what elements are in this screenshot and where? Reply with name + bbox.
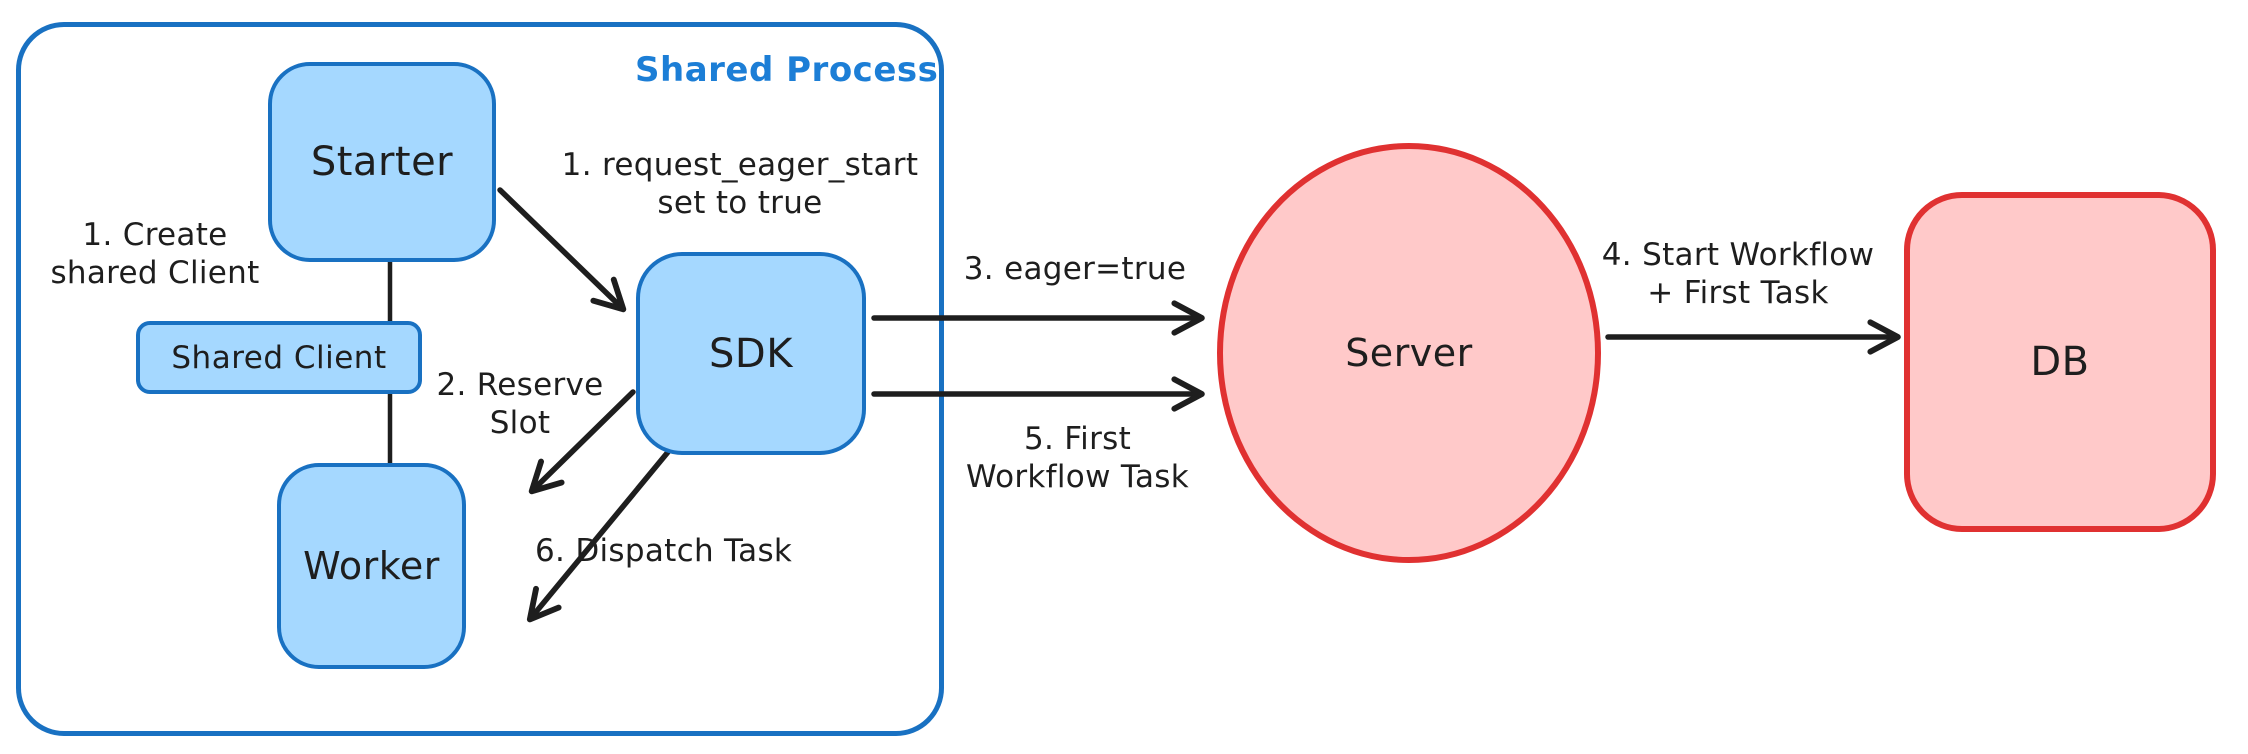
db-node-label: DB xyxy=(2030,339,2090,385)
annotation-line: Slot xyxy=(489,405,551,441)
annotation-line: 6. Dispatch Task xyxy=(535,533,793,569)
server-node-label: Server xyxy=(1345,331,1473,375)
shared-process-container xyxy=(16,22,944,736)
shared-client-node-label: Shared Client xyxy=(171,339,387,376)
shared-process-label: Shared Process xyxy=(635,50,939,90)
worker-node: Worker xyxy=(277,463,466,669)
annotation-start-workflow: 4. Start Workflow + First Task xyxy=(1588,236,1888,312)
annotation-line: set to true xyxy=(657,185,823,221)
db-node: DB xyxy=(1904,192,2216,532)
annotation-first-workflow-task: 5. First Workflow Task xyxy=(950,420,1205,496)
arrow-request-eager-start xyxy=(497,187,627,313)
annotation-line: + First Task xyxy=(1647,275,1829,311)
annotation-line: Workflow Task xyxy=(965,459,1189,495)
annotation-line: 1. Create xyxy=(82,217,228,253)
sdk-node: SDK xyxy=(636,252,866,455)
annotation-line: 4. Start Workflow xyxy=(1601,237,1875,273)
annotation-eager-true: 3. eager=true xyxy=(955,250,1195,288)
starter-node-label: Starter xyxy=(310,139,454,185)
worker-node-label: Worker xyxy=(303,544,440,588)
arrow-dispatch-task xyxy=(526,449,671,623)
annotation-line: 3. eager=true xyxy=(963,251,1187,287)
annotation-line: 2. Reserve xyxy=(436,367,604,403)
starter-node: Starter xyxy=(268,62,496,262)
shared-client-node: Shared Client xyxy=(136,321,422,394)
annotation-line: 1. request_eager_start xyxy=(561,147,919,183)
annotation-request-eager-start: 1. request_eager_start set to true xyxy=(530,146,950,222)
annotation-dispatch-task: 6. Dispatch Task xyxy=(535,532,793,570)
annotation-reserve-slot: 2. Reserve Slot xyxy=(420,366,620,442)
annotation-line: shared Client xyxy=(50,255,260,291)
annotation-create-shared-client: 1. Create shared Client xyxy=(30,216,280,292)
annotation-line: 5. First xyxy=(1023,421,1132,457)
arrow-reserve-slot xyxy=(528,389,636,495)
sdk-node-label: SDK xyxy=(709,330,793,377)
server-node: Server xyxy=(1217,143,1601,563)
